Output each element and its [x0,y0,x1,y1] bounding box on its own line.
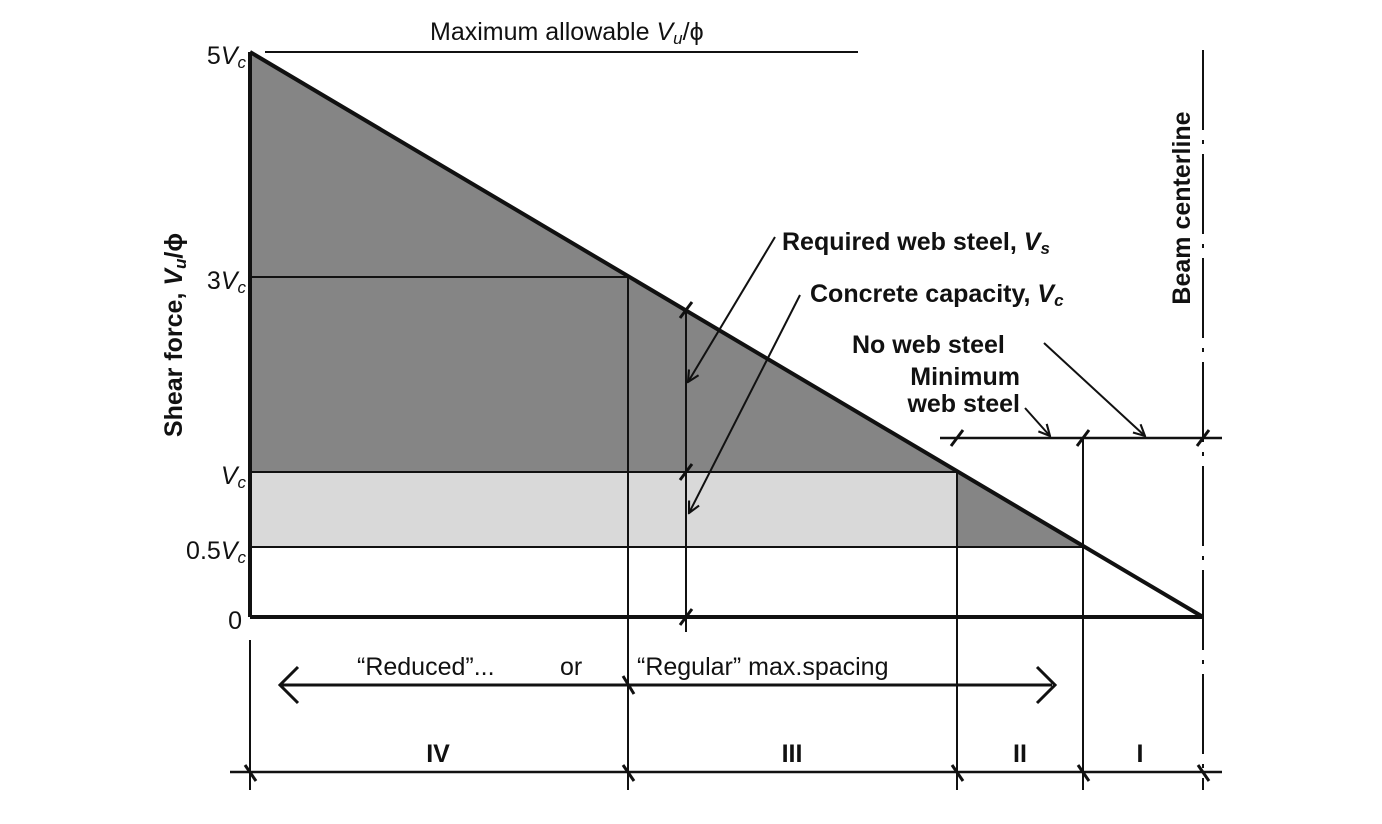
regular-spacing-label: “Regular” max.spacing [637,653,889,681]
tick-5vc: 5Vc [207,42,247,72]
spacing-arrow [277,665,1058,705]
tick-3vc: 3Vc [207,267,247,297]
beam-centerline-label: Beam centerline [1168,111,1196,304]
tick-0-5vc: 0.5Vc [186,537,246,567]
grid-lines [230,50,1222,790]
minimum-web-steel-label-line1: Minimum [910,363,1020,391]
reduced-spacing-label: “Reduced”... [357,653,495,681]
concrete-capacity-label: Concrete capacity, Vc [810,280,1064,310]
tick-vc: Vc [221,462,247,492]
tick-0: 0 [228,607,242,635]
minimum-web-steel-label-line2: web steel [906,390,1020,418]
y-axis-title: Shear force, Vu/ϕ [160,233,190,437]
max-allowable-label: Maximum allowable Vu/ϕ [430,18,704,48]
no-web-steel-label: No web steel [852,331,1005,359]
or-label: or [560,653,582,681]
concrete-capacity-region [250,472,957,547]
zone-iv: IV [426,740,450,768]
leader-arrows [688,236,1145,513]
y-tick-labels: 5Vc 3Vc Vc 0.5Vc 0 [186,42,246,635]
zone-ii: II [1013,740,1027,768]
zone-labels: IV III II I [426,740,1143,768]
required-web-steel-label: Required web steel, Vs [782,228,1050,258]
zone-iii: III [782,740,803,768]
zone-i: I [1137,740,1144,768]
